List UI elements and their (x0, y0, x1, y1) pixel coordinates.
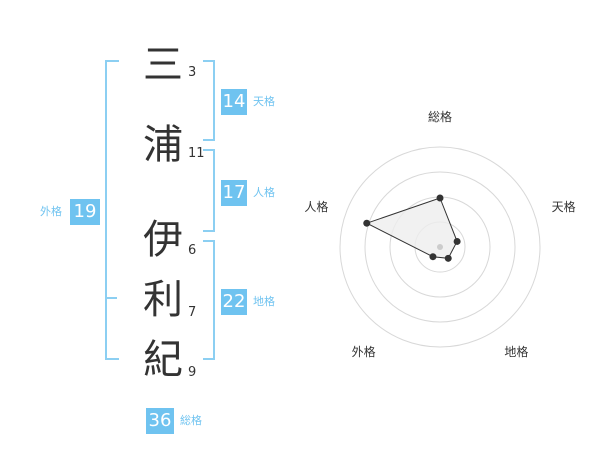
stroke-count-1: 3 (188, 65, 197, 80)
chikaku-label: 地格 (253, 295, 275, 308)
radar-area (365, 197, 458, 259)
tenkaku-badge: 14 (221, 89, 247, 115)
radar-axis-label-4: 外格 (352, 344, 376, 359)
name-char-1: 三 (143, 42, 183, 88)
stroke-count-3: 6 (188, 243, 197, 258)
radar-point-1 (436, 194, 444, 202)
radar-center-dot (437, 244, 443, 250)
jinkaku-bracket (203, 149, 215, 232)
name-char-5: 紀 (143, 337, 183, 383)
radar-axis-label-5: 人格 (304, 199, 328, 214)
gaikaku-label: 外格 (40, 205, 62, 218)
name-char-4: 利 (143, 277, 183, 323)
radar-point-3 (444, 254, 452, 262)
tenkaku-bracket (203, 60, 215, 141)
radar-point-2 (453, 237, 461, 245)
gaikaku-bracket-tick (105, 297, 117, 299)
radar-ring-4 (339, 146, 541, 348)
radar-ring-3 (364, 171, 516, 323)
soukaku-label: 総格 (180, 414, 202, 427)
radar-point-5 (363, 219, 371, 227)
name-char-2: 浦 (143, 122, 183, 168)
jinkaku-badge: 17 (221, 180, 247, 206)
name-char-3: 伊 (143, 217, 183, 263)
jinkaku-label: 人格 (253, 186, 275, 199)
gaikaku-badge: 19 (70, 199, 100, 225)
stroke-count-4: 7 (188, 305, 197, 320)
tenkaku-label: 天格 (253, 95, 275, 108)
stroke-count-5: 9 (188, 365, 197, 380)
chikaku-bracket (203, 240, 215, 360)
stroke-count-2: 11 (188, 146, 205, 161)
radar-axis-label-1: 総格 (428, 109, 452, 124)
soukaku-badge: 36 (146, 408, 174, 434)
radar-axis-label-3: 地格 (504, 344, 528, 359)
gaikaku-bracket (105, 60, 119, 360)
chikaku-badge: 22 (221, 289, 247, 315)
radar-point-4 (429, 253, 437, 261)
radar-axis-label-2: 天格 (552, 199, 576, 214)
